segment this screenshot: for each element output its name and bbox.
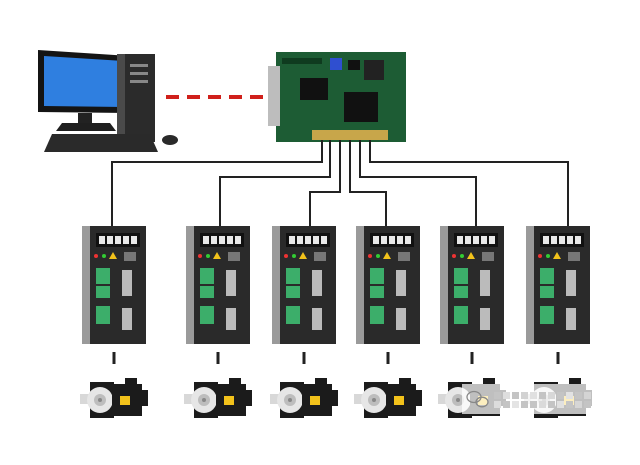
motion-control-card: [268, 52, 406, 142]
servo-drive-2: [186, 226, 250, 344]
desktop-computer: [38, 50, 178, 152]
cable-drive-1: [111, 140, 323, 226]
cable-drive-2: [219, 140, 331, 226]
servo-drive-6: [526, 226, 590, 344]
watermark: [462, 384, 602, 414]
servo-drive-5: [440, 226, 504, 344]
cable-drive-6: [369, 140, 569, 226]
servo-drive-1: [82, 226, 146, 344]
monitor: [38, 50, 130, 131]
keyboard: [44, 134, 158, 152]
servo-motor-1: [80, 378, 148, 418]
cable-drive-3: [309, 140, 341, 226]
servo-drive-3: [272, 226, 336, 344]
motor-cables: [112, 352, 560, 364]
servo-motor-3: [270, 378, 338, 418]
cable-drive-4: [349, 140, 387, 226]
watermark-mosaic: [494, 392, 591, 408]
drive-cables: [111, 140, 569, 226]
mouse: [162, 135, 178, 145]
servo-motor-4: [354, 378, 422, 418]
pc-tower: [117, 54, 155, 142]
chat-bubbles-icon: [466, 390, 489, 408]
cable-drive-5: [359, 140, 477, 226]
servo-drive-4: [356, 226, 420, 344]
servo-motor-2: [184, 378, 252, 418]
